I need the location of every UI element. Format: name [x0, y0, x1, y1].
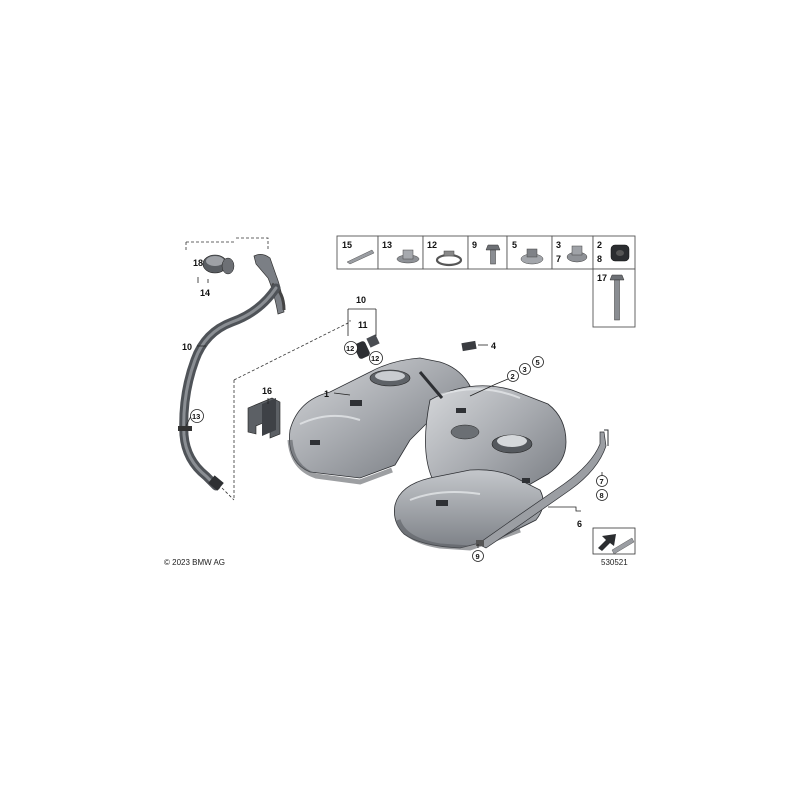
callout-10-top: 10 — [356, 295, 366, 305]
callout-12-left: 12 — [346, 344, 354, 353]
callout-12-right: 12 — [371, 354, 379, 363]
wedge-strip-icon — [346, 249, 375, 265]
cell-label-2: 2 — [597, 240, 602, 250]
callout-2: 2 — [511, 372, 515, 381]
callout-3: 3 — [523, 365, 527, 374]
part-13-cell: 13 — [382, 240, 420, 264]
arrow-direction-icon — [598, 534, 616, 551]
callout-8: 8 — [600, 491, 604, 500]
callout-11: 11 — [358, 320, 368, 330]
cell-label-8: 8 — [597, 254, 602, 264]
cell-label-15: 15 — [342, 240, 352, 250]
callout-5: 5 — [536, 358, 540, 367]
part-16-bracket — [247, 397, 281, 439]
part-15-cell: 15 — [342, 240, 375, 265]
cell-label-3: 3 — [556, 240, 561, 250]
part-12-cell: 12 — [427, 240, 463, 267]
callout-9: 9 — [476, 552, 480, 561]
part-17-cell: 17 — [597, 273, 625, 321]
cell-label-7: 7 — [556, 254, 561, 264]
cell-label-12: 12 — [427, 240, 437, 250]
callout-7: 7 — [600, 477, 604, 486]
cell-label-13: 13 — [382, 240, 392, 250]
callout-4: 4 — [491, 341, 496, 351]
filler-neck-assembly — [178, 237, 351, 501]
fuel-tank — [287, 357, 567, 551]
callouts: 1 2 3 5 4 6 7 8 9 10 11 12 12 10 13 18 1… — [182, 258, 608, 562]
direction-arrow-box — [592, 527, 636, 555]
callout-18: 18 — [193, 258, 203, 268]
fuel-cap — [202, 254, 235, 275]
part-5-cell: 5 — [512, 240, 544, 265]
part-2-8-cell: 2 8 — [597, 240, 630, 264]
callout-16: 16 — [262, 386, 272, 396]
callout-6: 6 — [577, 519, 582, 529]
connector-pipe — [354, 334, 380, 359]
parts-strip: 15 13 12 9 5 3 7 — [336, 235, 636, 328]
part-9-cell: 9 — [472, 240, 501, 265]
callout-1: 1 — [324, 389, 329, 399]
part-3-7-cell: 3 7 — [556, 240, 588, 264]
cell-label-17: 17 — [597, 273, 607, 283]
callout-14: 14 — [200, 288, 210, 298]
copyright: © 2023 BMW AG — [164, 558, 225, 567]
cell-label-5: 5 — [512, 240, 517, 250]
diagram-number: 530521 — [601, 558, 628, 567]
bolt-icon — [609, 274, 625, 281]
part-4-pad — [461, 340, 477, 352]
cell-label-9: 9 — [472, 240, 477, 250]
callout-10-left: 10 — [182, 342, 192, 352]
callout-13: 13 — [192, 412, 200, 421]
screw-icon — [485, 244, 501, 251]
